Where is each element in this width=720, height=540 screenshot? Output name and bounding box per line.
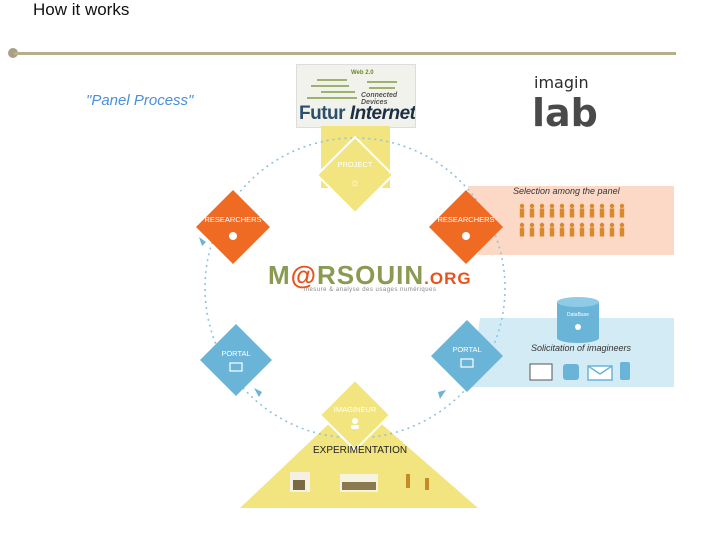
node-portal-right-label: PORTAL xyxy=(452,345,481,354)
person-figure-body xyxy=(529,208,535,218)
node-portal-right: PORTAL xyxy=(431,320,503,392)
selection-caption: Selection among the panel xyxy=(513,186,620,196)
rss-icon xyxy=(563,364,579,380)
person-figure-body xyxy=(599,208,605,218)
person-figure-body xyxy=(559,208,565,218)
solicitation-icons xyxy=(529,362,630,381)
person-figure-icon xyxy=(589,203,595,209)
node-researchers-left: RESEARCHERS xyxy=(196,190,270,264)
person-figure-body xyxy=(589,208,595,218)
solicitation-caption: Solicitation of imagineers xyxy=(531,343,632,353)
person-figure-icon xyxy=(539,203,545,209)
node-project: PROJECT ☼ xyxy=(315,135,395,215)
ring-arrow-right-bottom xyxy=(438,390,446,399)
person-figure-body xyxy=(599,227,605,237)
lab-text: lab xyxy=(532,91,598,130)
futur-internet-logo: Web 2.0 Connected Devices Futur Internet xyxy=(296,64,416,128)
ring-arrow-left-bottom xyxy=(254,388,262,397)
node-imagineur-label: IMAGINEUR xyxy=(334,405,377,414)
database-label: DataBase xyxy=(567,312,589,318)
node-portal-left: PORTAL xyxy=(200,324,272,396)
title-rule-dot xyxy=(8,48,18,58)
person-figure-body xyxy=(539,208,545,218)
node-researchers-left-label: RESEARCHERS xyxy=(204,215,261,224)
figure-photo xyxy=(406,474,410,488)
person-figure-icon xyxy=(579,222,585,228)
person-figure-icon xyxy=(609,203,615,209)
person-figure-body xyxy=(579,208,585,218)
lightbulb-icon: ☼ xyxy=(350,177,360,189)
person-figure-icon xyxy=(549,203,555,209)
monitor-icon xyxy=(460,358,474,368)
ring-arrow-left-top xyxy=(199,237,206,246)
person-figure-icon xyxy=(559,222,565,228)
person-figure-icon xyxy=(619,222,625,228)
person-figure-icon xyxy=(589,222,595,228)
experimentation-photos xyxy=(290,472,429,492)
person-figure-icon xyxy=(599,222,605,228)
web20-label: Web 2.0 xyxy=(351,70,374,76)
person-figure-icon xyxy=(619,203,625,209)
person-figure-body xyxy=(539,227,545,237)
person-figure-icon xyxy=(549,222,555,228)
person-figure-icon xyxy=(529,222,535,228)
imaginlab-logo: imagin lab xyxy=(532,73,598,130)
futur-internet-text: Futur Internet xyxy=(299,103,416,124)
person-figure-body xyxy=(609,227,615,237)
connected-devices-label: Connected Devices xyxy=(361,92,398,106)
person-figure-body xyxy=(569,208,575,218)
node-researchers-right: RESEARCHERS xyxy=(429,190,503,264)
person-figure-body xyxy=(619,227,625,237)
person-figure-icon xyxy=(539,222,545,228)
person-figure-body xyxy=(619,208,625,218)
person-figure-body xyxy=(519,227,525,237)
node-researchers-right-label: RESEARCHERS xyxy=(437,215,494,224)
title-rule xyxy=(14,52,676,55)
gear-icon xyxy=(462,232,470,240)
selection-band xyxy=(468,186,674,255)
database-icon: DataBase xyxy=(557,297,599,343)
person-figure-body xyxy=(609,208,615,218)
person-figure-body xyxy=(559,227,565,237)
person-figure-body xyxy=(529,227,535,237)
person-figure-icon xyxy=(569,222,575,228)
person-figure-body xyxy=(519,208,525,218)
person-figure-icon xyxy=(599,203,605,209)
mobile-phone-icon xyxy=(620,362,630,380)
person-figure-icon xyxy=(609,222,615,228)
person-figure-body xyxy=(549,227,555,237)
node-imagineur: IMAGINEUR xyxy=(318,378,392,452)
marsouin-tagline: mesure & analyse des usages numériques xyxy=(304,287,437,293)
panel-process-label: "Panel Process" xyxy=(86,92,194,109)
person-figure-icon xyxy=(569,203,575,209)
person-figure-body xyxy=(569,227,575,237)
person-figure-icon xyxy=(519,222,525,228)
panel-figures xyxy=(519,203,625,237)
person-figure-body xyxy=(579,227,585,237)
person-figure-icon xyxy=(579,203,585,209)
person-figure-icon xyxy=(519,203,525,209)
person-figure-body xyxy=(549,208,555,218)
slide-title: How it works xyxy=(33,0,130,19)
person-figure-icon xyxy=(559,203,565,209)
person-icon xyxy=(352,418,358,424)
marsouin-logo: M@RSOUIN.ORG xyxy=(268,260,472,290)
imagin-text: imagin xyxy=(534,73,589,92)
figure-photo xyxy=(425,478,429,490)
node-portal-left-label: PORTAL xyxy=(221,349,250,358)
experimentation-caption: EXPERIMENTATION xyxy=(313,445,408,456)
person-figure-icon xyxy=(529,203,535,209)
document-icon xyxy=(529,363,553,381)
node-project-label: PROJECT xyxy=(337,160,372,169)
researcher-icon xyxy=(229,232,237,240)
monitor-icon xyxy=(229,362,243,372)
person-figure-body xyxy=(589,227,595,237)
